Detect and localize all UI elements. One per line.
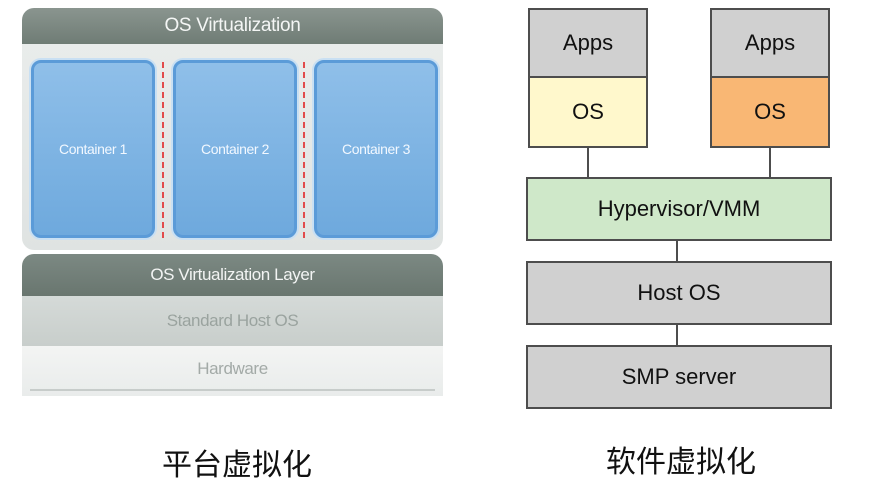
hardware-layer: Hardware [22, 346, 443, 396]
container-1: Container 1 [31, 60, 155, 238]
standard-host-os-layer: Standard Host OS [22, 296, 443, 346]
container-3: Container 3 [314, 60, 438, 238]
platform-virtualization-caption: 平台虚拟化 [162, 448, 312, 483]
connector-hostos-server [676, 325, 678, 347]
host-os-box: Host OS [526, 261, 832, 325]
hypervisor-vmm-box: Hypervisor/VMM [526, 177, 832, 241]
container-divider-2 [303, 62, 305, 238]
apps-box-1: Apps [528, 8, 648, 78]
os-virtualization-header: OS Virtualization [22, 8, 443, 44]
smp-server-box: SMP server [526, 345, 832, 409]
connector-os2-hypervisor [769, 148, 771, 179]
os-box-1: OS [528, 76, 648, 148]
hardware-baseline [30, 389, 435, 391]
connector-os1-hypervisor [587, 148, 589, 179]
connector-hypervisor-hostos [676, 241, 678, 263]
apps-box-2: Apps [710, 8, 830, 78]
container-2: Container 2 [173, 60, 297, 238]
software-virtualization-caption: 软件虚拟化 [606, 445, 756, 480]
container-divider-1 [162, 62, 164, 238]
os-virtualization-layer: OS Virtualization Layer [22, 254, 443, 296]
os-box-2: OS [710, 76, 830, 148]
